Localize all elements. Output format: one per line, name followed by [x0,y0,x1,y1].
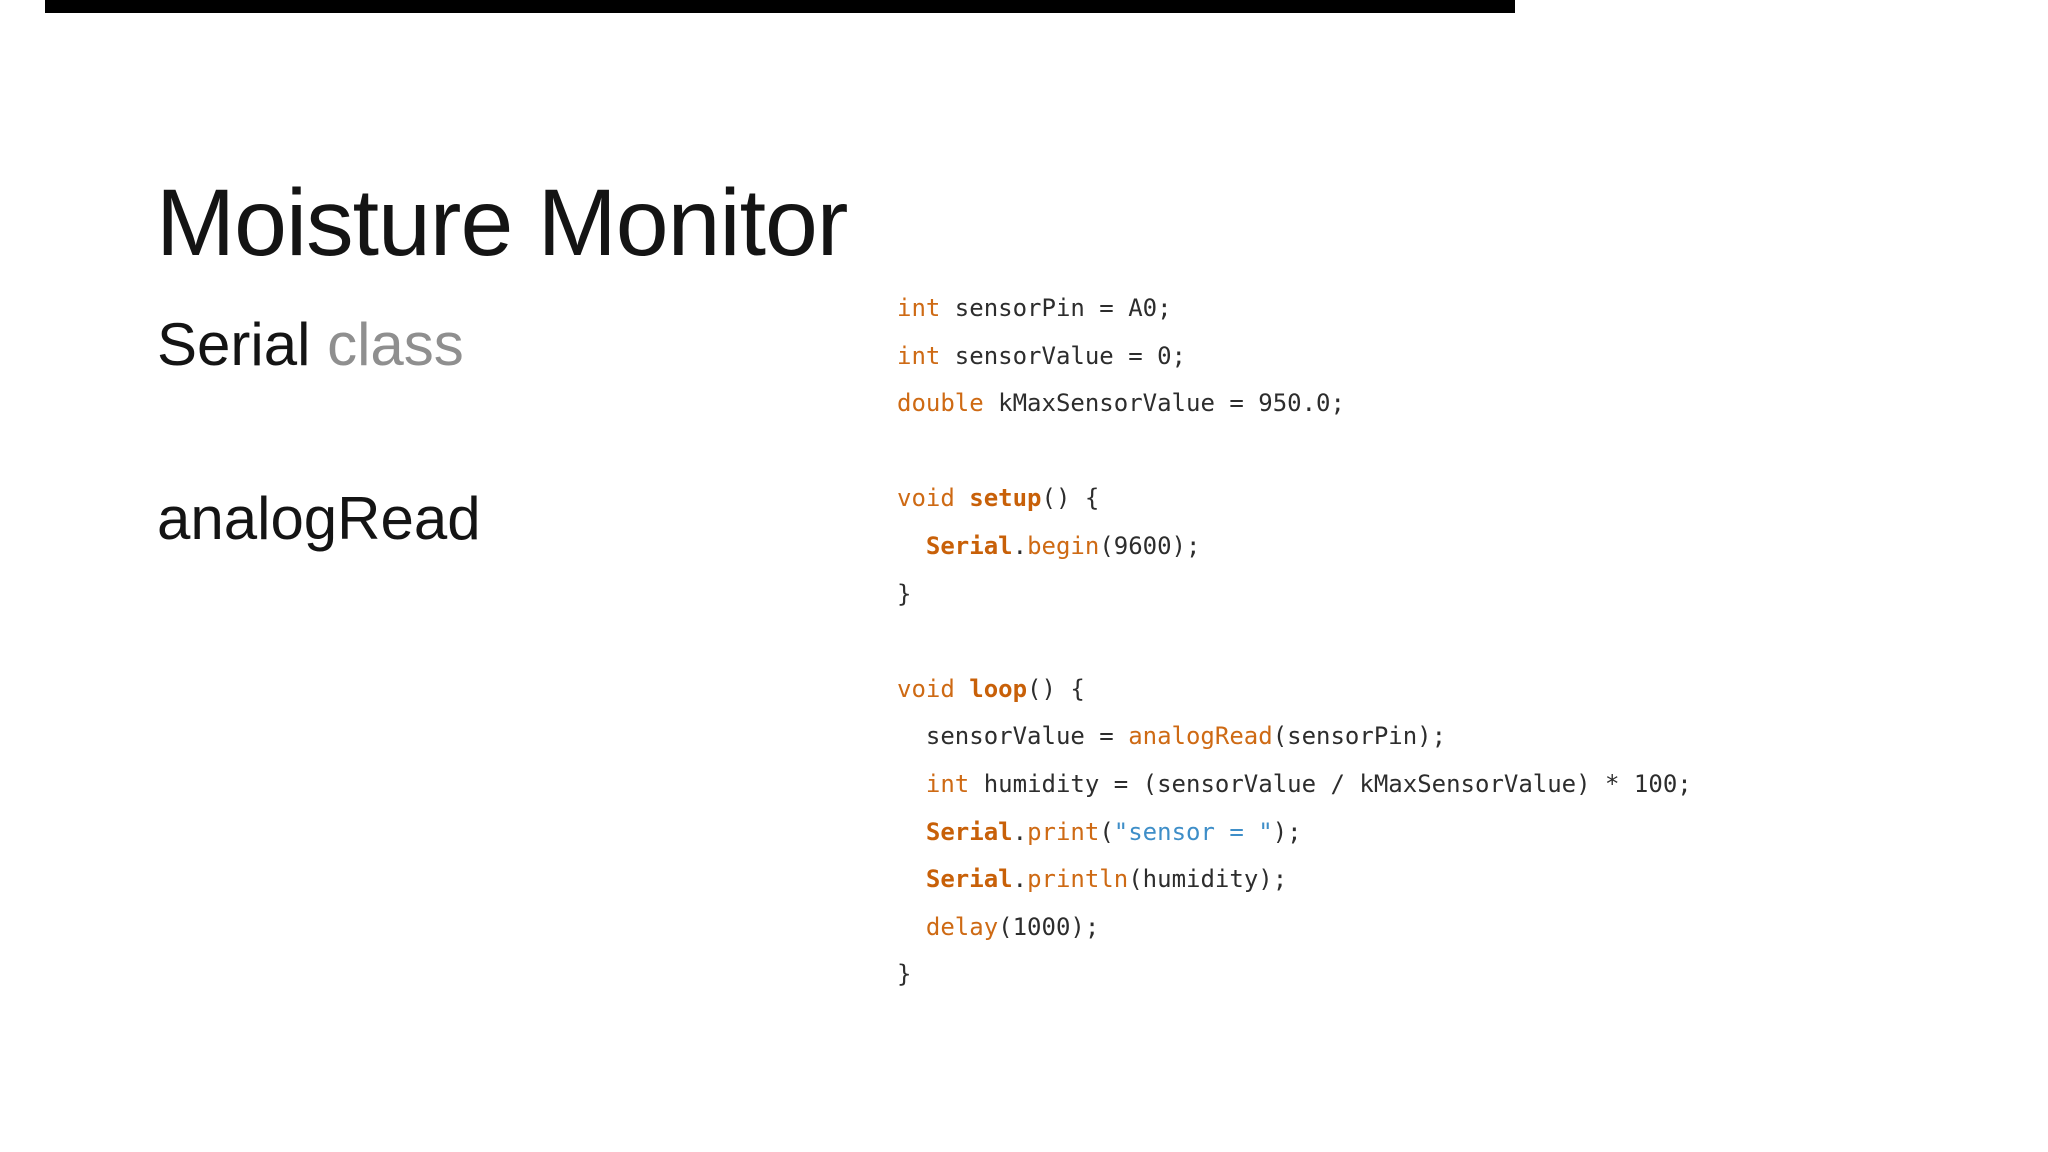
code-segment: . [1012,531,1028,560]
code-segment: delay [925,912,999,941]
code-line: Serial.print("sensor = "); [897,809,1692,857]
code-line: Serial.begin(9600); [897,523,1692,571]
code-segment: double [897,389,984,418]
page-title: Moisture Monitor [156,169,848,276]
code-segment: analogRead [1128,722,1273,751]
code-segment [897,865,926,893]
code-line: int sensorValue = 0; [897,333,1692,381]
code-segment: loop [969,674,1028,703]
code-segment: Serial [925,531,1013,560]
top-edge-black-bar [45,0,1515,13]
code-segment: void [897,674,955,703]
bullet-serial-main: Serial [157,311,311,378]
code-segment: sensorValue = 0; [940,341,1186,370]
code-segment: (sensorPin); [1272,722,1447,751]
code-segment: } [897,960,912,989]
code-line [897,618,1692,666]
bullet-serial-class: Serial class [157,315,464,375]
code-line: } [897,571,1692,619]
code-segment: int [925,769,970,798]
code-line: } [897,951,1692,999]
code-segment: (humidity); [1128,865,1288,894]
code-segment [955,484,969,512]
code-line: double kMaxSensorValue = 950.0; [897,380,1692,428]
code-segment: print [1027,817,1100,846]
code-segment: "sensor = " [1113,817,1273,846]
code-segment: ); [1272,817,1302,846]
code-segment: setup [969,484,1042,513]
code-segment: int [897,341,941,370]
code-segment [897,770,926,798]
code-block: int sensorPin = A0;int sensorValue = 0;d… [897,285,1692,999]
code-segment: humidity = (sensorValue / kMaxSensorValu… [969,769,1692,798]
code-segment: } [897,579,912,608]
code-segment: kMaxSensorValue = 950.0; [983,389,1345,418]
code-line: int humidity = (sensorValue / kMaxSensor… [897,761,1692,809]
code-segment: println [1027,865,1129,894]
code-segment: () { [1027,674,1085,703]
code-segment: void [897,484,955,513]
code-line: sensorValue = analogRead(sensorPin); [897,713,1692,761]
code-segment [897,913,926,941]
code-segment: int [897,294,941,322]
bullet-analogread: analogRead [157,489,481,549]
code-segment: . [1012,865,1028,894]
code-segment: sensorValue = [897,722,1129,751]
code-line: Serial.println(humidity); [897,856,1692,904]
code-line: int sensorPin = A0; [897,285,1692,333]
code-line: delay(1000); [897,904,1692,952]
code-line: void setup() { [897,475,1692,523]
code-line: void loop() { [897,666,1692,714]
code-segment: () { [1041,484,1100,513]
bullet-serial-sub: class [310,311,464,378]
code-segment: Serial [925,865,1013,894]
code-segment [955,675,969,703]
code-segment: sensorPin = A0; [940,294,1172,322]
code-segment: . [1012,817,1028,846]
code-segment: (9600); [1099,531,1201,560]
code-segment: (1000); [998,912,1100,941]
code-segment: Serial [925,817,1013,846]
code-segment: ( [1099,817,1114,846]
code-line [897,428,1692,476]
code-segment [897,532,926,560]
bullet-analogread-main: analogRead [157,485,481,552]
code-segment: begin [1027,531,1100,560]
code-segment [897,818,926,846]
